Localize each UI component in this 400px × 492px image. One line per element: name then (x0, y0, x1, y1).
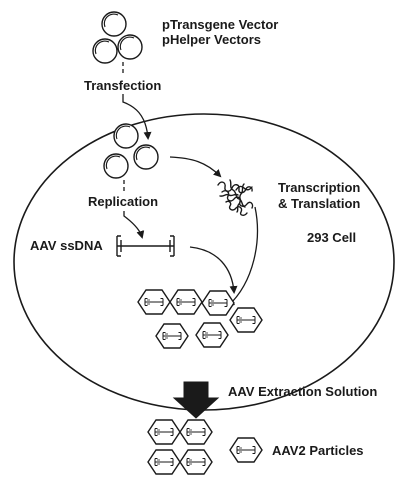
to-transcription-arrow (169, 156, 222, 178)
capsid-icon (137, 289, 171, 315)
capsid-icon (201, 290, 235, 316)
protein-to-capsid-arrow (226, 206, 258, 308)
internal-plasmid-icon (113, 123, 139, 149)
ssdna-strand-icon (116, 235, 175, 257)
replication-label: Replication (88, 194, 159, 209)
capsid-icon (229, 437, 263, 463)
phelper-label: pHelper Vectors (162, 32, 261, 47)
cell-label: 293 Cell (307, 230, 357, 245)
capsid-icon (229, 307, 263, 333)
transgene-plasmid-icon (101, 11, 127, 37)
replicated-plasmid-icon (103, 153, 129, 179)
thick-down-arrow-icon (172, 381, 220, 419)
cell-membrane (13, 113, 395, 411)
capsid-cluster-internal (137, 289, 263, 349)
ptransgene-label: pTransgene Vector (162, 17, 279, 32)
ssdna-label: AAV ssDNA (30, 238, 103, 253)
capsid-icon (147, 449, 181, 475)
replication-arrow (123, 211, 145, 239)
helper-plasmid-icon (92, 38, 118, 64)
capsid-icon (147, 419, 181, 445)
protein-tangle-icon (217, 179, 254, 216)
transfection-label: Transfection (84, 78, 162, 93)
capsid-icon (195, 322, 229, 348)
extraction-label: AAV Extraction Solution (228, 384, 378, 399)
capsid-icon (179, 449, 213, 475)
transfection-arrow (122, 94, 152, 140)
capsid-icon (155, 323, 189, 349)
ssdna-to-capsid-arrow (189, 246, 238, 294)
capsid-icon (179, 419, 213, 445)
particles-label: AAV2 Particles (272, 443, 364, 458)
replicated-plasmid-icon-2 (133, 144, 159, 170)
capsid-icon (169, 289, 203, 315)
capsid-cluster-released (147, 419, 263, 475)
helper-plasmid-icon-2 (117, 34, 143, 60)
transcription-label: Transcription (278, 180, 361, 195)
translation-label: & Translation (278, 196, 361, 211)
